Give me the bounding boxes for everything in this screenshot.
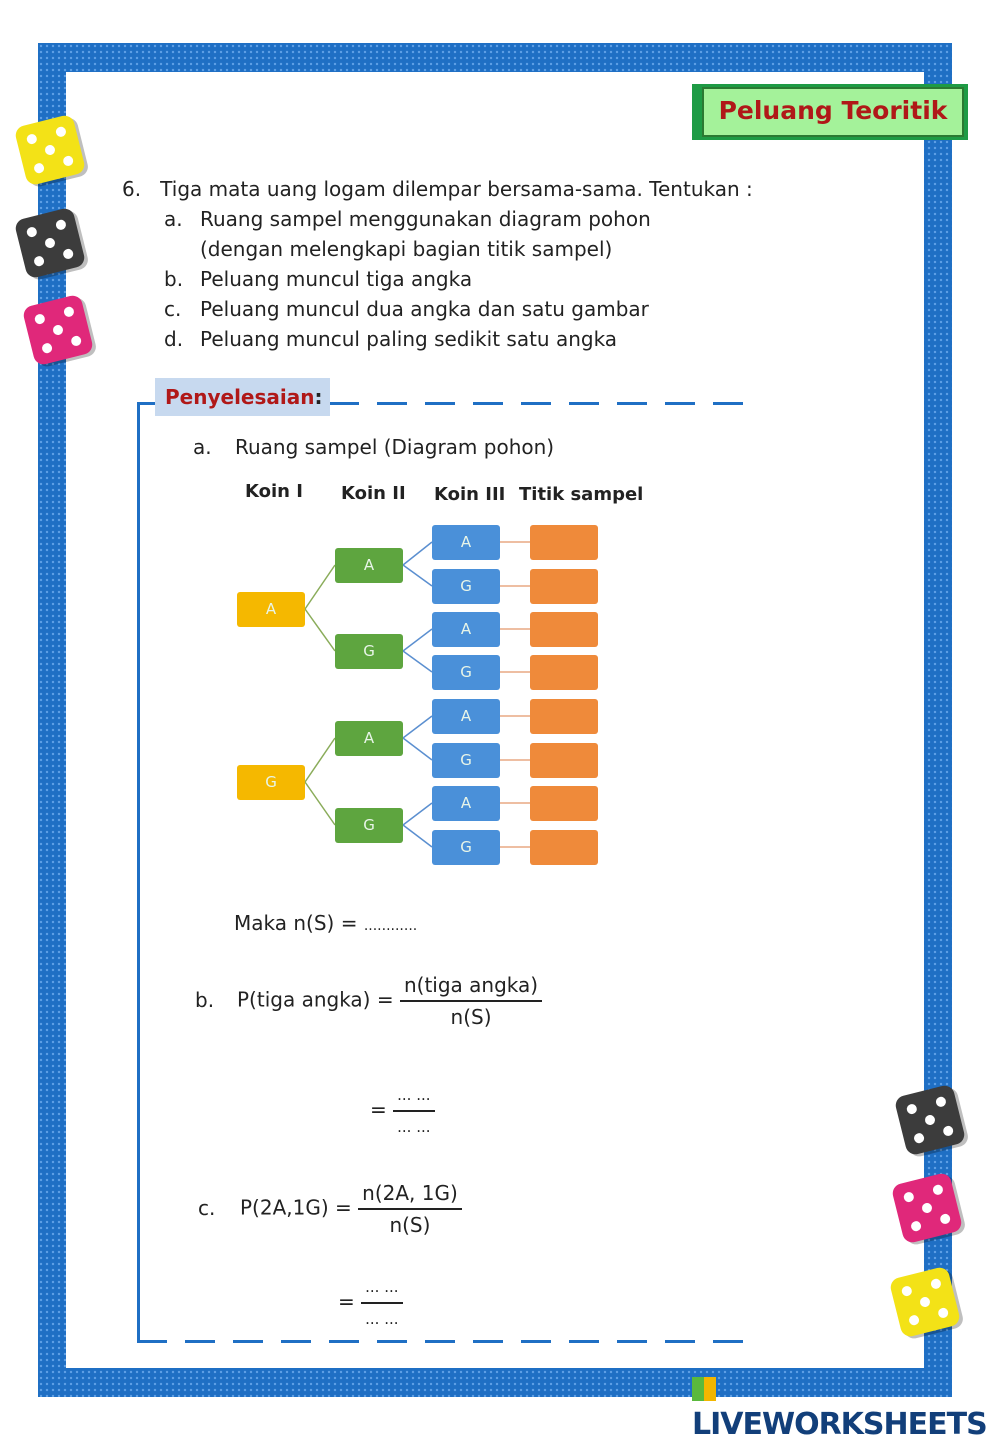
- question-item: b.Peluang muncul tiga angka: [164, 267, 473, 291]
- branch-line: [304, 564, 336, 610]
- title-badge: Peluang Teoritik: [692, 84, 968, 140]
- sample-point-field[interactable]: [530, 786, 598, 821]
- branch-line: [402, 628, 433, 652]
- question-item: c.Peluang muncul dua angka dan satu gamb…: [164, 297, 649, 321]
- branch-line: [304, 781, 336, 826]
- sample-point-field[interactable]: [530, 655, 598, 690]
- koin3-node: G: [432, 743, 500, 778]
- koin3-node: A: [432, 786, 500, 821]
- ns-line: Maka n(S) = ............: [234, 911, 418, 935]
- branch-line: [402, 824, 433, 848]
- koin3-node: A: [432, 699, 500, 734]
- sample-point-field[interactable]: [530, 525, 598, 560]
- koin3-node: G: [432, 655, 500, 690]
- koin3-node: G: [432, 569, 500, 604]
- question-item: d.Peluang muncul paling sedikit satu ang…: [164, 327, 618, 351]
- liveworksheets-logo: LIVEWORKSHEETS: [692, 1372, 1000, 1442]
- branch-line: [402, 564, 433, 587]
- branch-line: [402, 650, 433, 673]
- branch-line: [402, 715, 433, 739]
- b-numerator-field[interactable]: ... ...: [393, 1080, 435, 1112]
- koin1-node: A: [237, 592, 305, 627]
- header-koin3: Koin III: [434, 484, 506, 505]
- solution-label: Penyelesaian:: [155, 378, 330, 416]
- koin2-node: A: [335, 721, 403, 756]
- branch-line: [402, 737, 433, 761]
- b-denominator-field[interactable]: ... ...: [397, 1118, 431, 1136]
- branch-line: [304, 737, 336, 783]
- c-denominator-field[interactable]: ... ...: [365, 1310, 399, 1328]
- fraction-b: n(tiga angka)n(S): [399, 970, 543, 1032]
- sample-point-field[interactable]: [530, 830, 598, 865]
- koin3-node: A: [432, 612, 500, 647]
- branch-line: [402, 802, 433, 826]
- header-koin1: Koin I: [245, 481, 303, 502]
- koin3-node: A: [432, 525, 500, 560]
- sample-point-field[interactable]: [530, 743, 598, 778]
- sample-point-field[interactable]: [530, 612, 598, 647]
- part-a-title: a.Ruang sampel (Diagram pohon): [193, 435, 555, 459]
- part-c-answer: = ... ...... ...: [338, 1272, 403, 1334]
- question-6: 6. Tiga mata uang logam dilempar bersama…: [122, 177, 753, 201]
- sample-point-field[interactable]: [530, 699, 598, 734]
- part-b-answer: = ... ...... ...: [370, 1080, 435, 1142]
- question-item: (dengan melengkapi bagian titik sampel): [200, 237, 613, 261]
- branch-line: [402, 541, 433, 566]
- sample-point-field[interactable]: [530, 569, 598, 604]
- koin2-node: G: [335, 634, 403, 669]
- header-titik-sampel: Titik sampel: [519, 484, 644, 505]
- part-c: c.P(2A,1G) = n(2A, 1G)n(S): [198, 1178, 462, 1240]
- branch-line: [304, 608, 336, 652]
- question-item: a.Ruang sampel menggunakan diagram pohon: [164, 207, 651, 231]
- fraction-c: n(2A, 1G)n(S): [358, 1178, 462, 1240]
- koin2-node: G: [335, 808, 403, 843]
- koin1-node: G: [237, 765, 305, 800]
- part-b: b.P(tiga angka) = n(tiga angka)n(S): [195, 970, 543, 1032]
- question-items: a.Ruang sampel menggunakan diagram pohon…: [164, 204, 651, 354]
- c-numerator-field[interactable]: ... ...: [361, 1272, 403, 1304]
- koin2-node: A: [335, 548, 403, 583]
- header-koin2: Koin II: [341, 483, 406, 504]
- ns-answer-field[interactable]: ............: [363, 918, 418, 934]
- koin3-node: G: [432, 830, 500, 865]
